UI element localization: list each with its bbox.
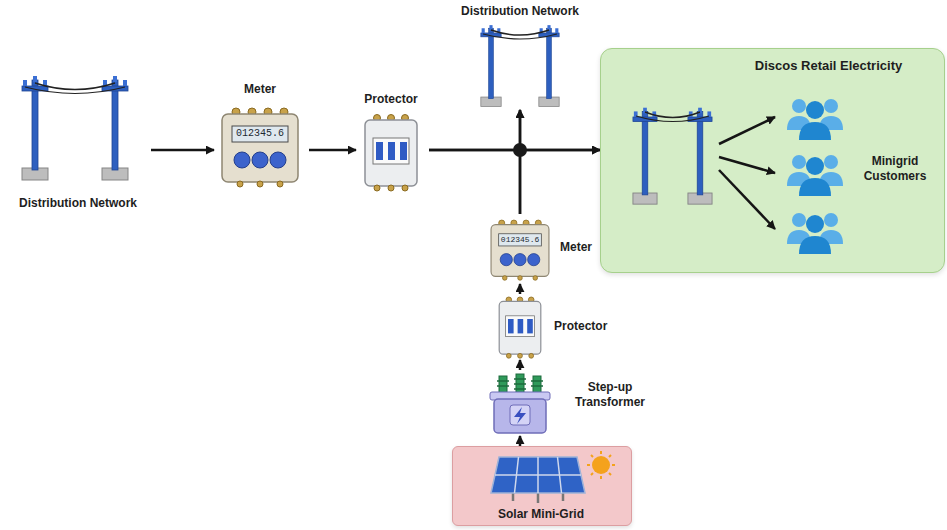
text-holder: Discos Retail Electricity (721, 58, 936, 74)
power-connector (429, 110, 520, 150)
node-label: Solar Mini-Grid (453, 507, 629, 522)
illustration-part (787, 213, 843, 254)
text-holder: Minigrid Customers (853, 154, 937, 184)
illustration-part (592, 456, 610, 474)
node-label: Distribution Network (8, 196, 148, 211)
power-connector (520, 150, 600, 214)
illustration-part (222, 108, 298, 187)
text-holder: Distribution Network (445, 4, 595, 19)
node-label: Meter (560, 240, 592, 255)
people-icons (785, 94, 847, 264)
meter-reading: 012345.6 (499, 234, 542, 246)
customer-group: Minigrid Customers (781, 94, 941, 266)
meter: Meter 012345.6 (486, 214, 596, 284)
illustration-part (636, 116, 709, 122)
protector: Protector (356, 92, 429, 194)
text-holder: Solar Mini-Grid (453, 507, 629, 522)
power-connector (519, 360, 522, 370)
illustration-part (491, 220, 549, 280)
text-holder: Protector (554, 319, 607, 334)
retail-panel: Discos Retail ElectricityMinigrid Custom… (600, 48, 945, 273)
junction-dot (513, 143, 527, 157)
protector-icon (361, 112, 421, 192)
illustration-part (365, 115, 417, 192)
illustration-part (494, 399, 546, 433)
distribution-network: Distribution Network (445, 4, 598, 110)
meter-icon (488, 217, 552, 281)
power-connector (151, 149, 214, 152)
pole-pair (8, 72, 148, 187)
power-connector (519, 436, 522, 446)
protector: Protector (488, 294, 611, 360)
illustration-part (483, 34, 557, 39)
transformer: Step-up Transformer (480, 370, 660, 436)
illustration-part (499, 297, 541, 358)
illustration-part (787, 99, 843, 140)
node-label: Distribution Network (445, 4, 595, 19)
text-holder: 012345.6 (232, 126, 288, 142)
text-holder: 012345.6 (499, 234, 542, 246)
illustration-part (499, 376, 507, 394)
node-label: Protector (554, 319, 607, 334)
solar-mini-grid: Solar Mini-Grid (452, 446, 632, 526)
text-holder: Distribution Network (8, 196, 148, 211)
meter-reading: 012345.6 (232, 126, 288, 142)
illustration-part (645, 112, 700, 118)
text-holder: Step-up Transformer (564, 380, 656, 410)
illustration-part (787, 155, 843, 196)
transformer-icon (480, 370, 560, 436)
power-connector (519, 284, 522, 294)
illustration-part (491, 30, 549, 35)
illustration-part (25, 87, 125, 94)
illustration-part (35, 83, 115, 90)
illustration-part (491, 457, 585, 493)
illustration-part (633, 108, 657, 204)
illustration-part (510, 405, 530, 425)
meter-icon (218, 104, 302, 188)
illustration-part (495, 457, 581, 493)
service-arrow (719, 157, 775, 173)
distribution-network: Distribution Network (8, 72, 151, 222)
service-arrow (719, 170, 775, 229)
illustration-part (497, 379, 543, 389)
text-holder: Meter (214, 82, 306, 97)
illustration-part (587, 451, 615, 479)
node-label: Minigrid Customers (853, 154, 937, 184)
protector-icon (496, 295, 544, 359)
pole-pair (445, 22, 595, 110)
text-holder: Meter (560, 240, 592, 255)
solar-array-icon (453, 447, 629, 507)
illustration-part (514, 407, 526, 424)
text-holder: Protector (356, 92, 426, 107)
node-label: Step-up Transformer (564, 380, 656, 410)
power-connector (309, 149, 356, 152)
meter: Meter 012345.6 (214, 82, 309, 190)
illustration-part (688, 108, 712, 204)
node-label: Meter (214, 82, 306, 97)
panel-title: Discos Retail Electricity (721, 58, 936, 74)
node-label: Protector (356, 92, 426, 107)
service-arrow (719, 117, 775, 144)
illustration-part (533, 376, 541, 394)
